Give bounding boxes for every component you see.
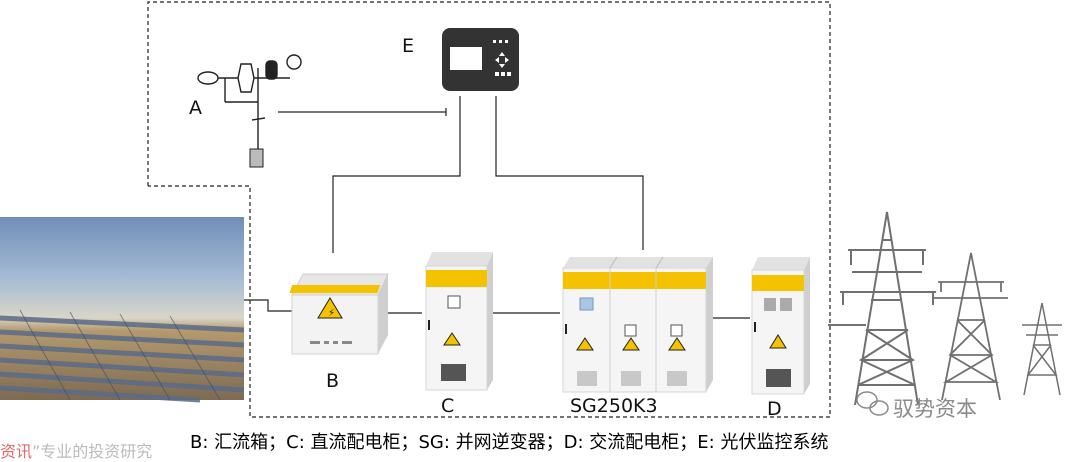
transmission-tower-icon <box>840 211 936 406</box>
warning-triangle-icon <box>576 337 594 351</box>
dc-cabinet <box>425 252 493 391</box>
warning-triangle-icon <box>443 332 461 346</box>
warning-triangle-icon <box>317 297 343 319</box>
system-boundary <box>147 1 831 418</box>
warning-triangle-icon <box>622 337 640 351</box>
svg-text:⚡: ⚡ <box>328 308 335 319</box>
warning-triangle-icon <box>668 337 686 351</box>
label-weather-station: A <box>189 97 202 119</box>
background-text: 资讯”专业的投资研究 <box>0 438 152 462</box>
label-dc-cabinet: C <box>441 395 455 417</box>
label-inverter: SG250K3 <box>570 395 658 417</box>
connection-lines <box>244 96 866 326</box>
legend-caption: B: 汇流箱；C: 直流配电柜；SG: 并网逆变器；D: 交流配电柜；E: 光伏… <box>190 432 829 453</box>
weather-station-icon <box>197 54 302 168</box>
label-monitoring-system: E <box>402 35 415 57</box>
monitor-unit-icon <box>442 28 519 91</box>
transmission-tower-icon <box>1022 302 1062 396</box>
ac-cabinet <box>751 257 810 395</box>
pv-system-diagram: ⚡ <box>0 1 1062 418</box>
label-combiner-box: B <box>326 370 340 392</box>
grid-inverter <box>562 256 713 393</box>
label-ac-cabinet: D <box>767 398 782 420</box>
background-text-rest: ”专业的投资研究 <box>32 442 153 461</box>
watermark-text: 驭势资本 <box>893 397 977 421</box>
background-text-highlight: 资讯 <box>0 442 33 461</box>
transmission-tower-icon <box>934 252 1008 401</box>
warning-triangle-icon <box>769 334 787 349</box>
combiner-box: ⚡ <box>289 273 389 355</box>
wechat-icon <box>856 391 889 416</box>
solar-field-photo <box>0 217 245 403</box>
